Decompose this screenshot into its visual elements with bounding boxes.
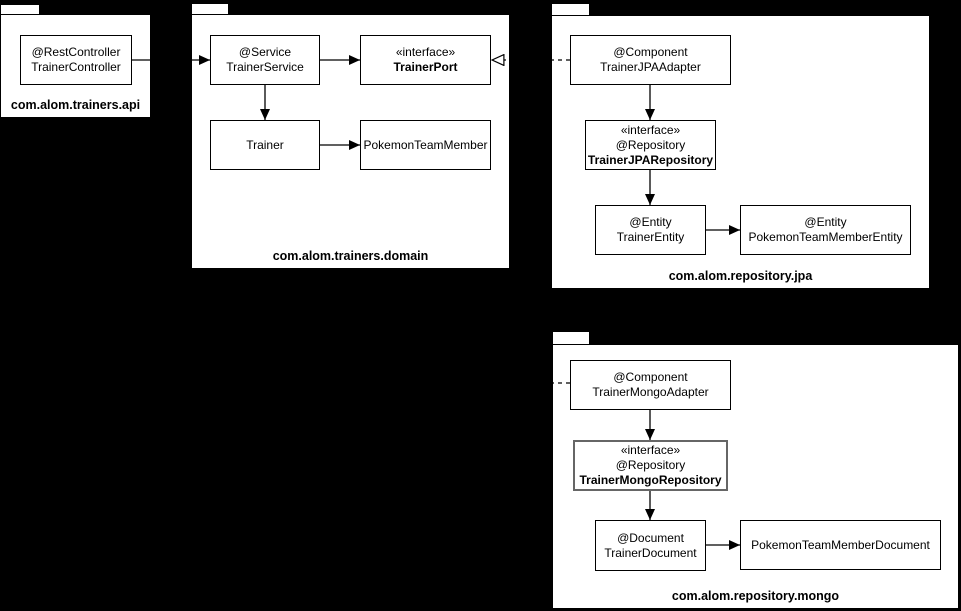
node-trainer-jpa-repository[interactable]: «interface» @Repository TrainerJPAReposi… (585, 120, 716, 170)
node-line: @Component (613, 370, 688, 384)
node-line: PokemonTeamMemberDocument (751, 537, 930, 552)
node-line: PokemonTeamMember (363, 137, 488, 152)
node-line: @Service (238, 45, 292, 59)
node-line: @Document (617, 530, 684, 545)
node-line: TrainerJPAAdapter (600, 60, 701, 74)
node-line: TrainerDocument (604, 545, 697, 560)
node-line: @Repository (615, 137, 686, 152)
node-trainer-service[interactable]: @Service TrainerService (210, 35, 320, 85)
node-trainer-mongo-repository[interactable]: «interface» @Repository TrainerMongoRepo… (573, 440, 728, 491)
node-line: @Entity (629, 215, 672, 229)
node-line: «interface» (395, 45, 456, 59)
node-trainer-jpa-adapter[interactable]: @Component TrainerJPAAdapter (570, 35, 731, 85)
node-line: TrainerService (226, 60, 304, 74)
node-line: TrainerEntity (616, 230, 685, 244)
node-line: TrainerJPARepository (587, 152, 714, 167)
node-line: PokemonTeamMemberEntity (748, 230, 903, 244)
node-line: TrainerPort (393, 60, 458, 74)
node-pokemon-team-member-entity[interactable]: @Entity PokemonTeamMemberEntity (740, 205, 911, 255)
node-line: Trainer (246, 137, 284, 152)
node-pokemon-team-member[interactable]: PokemonTeamMember (360, 120, 491, 170)
node-trainer-port[interactable]: «interface» TrainerPort (360, 35, 491, 85)
package-mongo-label: com.alom.repository.mongo (671, 589, 840, 603)
node-line: «interface» (620, 443, 681, 457)
node-trainer[interactable]: Trainer (210, 120, 320, 170)
node-line: @RestController (31, 45, 121, 59)
node-line: TrainerMongoRepository (579, 473, 722, 487)
node-trainer-mongo-adapter[interactable]: @Component TrainerMongoAdapter (570, 360, 731, 410)
node-trainer-controller[interactable]: @RestController TrainerController (20, 35, 132, 85)
node-line: «interface» (620, 122, 681, 137)
node-pokemon-team-member-document[interactable]: PokemonTeamMemberDocument (740, 520, 941, 570)
package-domain-label: com.alom.trainers.domain (272, 249, 429, 263)
node-line: TrainerMongoAdapter (592, 385, 709, 399)
package-api-label: com.alom.trainers.api (10, 98, 141, 112)
node-line: @Repository (615, 458, 686, 472)
node-line: @Component (613, 45, 688, 59)
node-trainer-document[interactable]: @Document TrainerDocument (595, 520, 706, 571)
node-trainer-entity[interactable]: @Entity TrainerEntity (595, 205, 706, 255)
package-jpa-label: com.alom.repository.jpa (668, 269, 813, 283)
node-line: @Entity (804, 215, 847, 229)
node-line: TrainerController (31, 60, 121, 74)
